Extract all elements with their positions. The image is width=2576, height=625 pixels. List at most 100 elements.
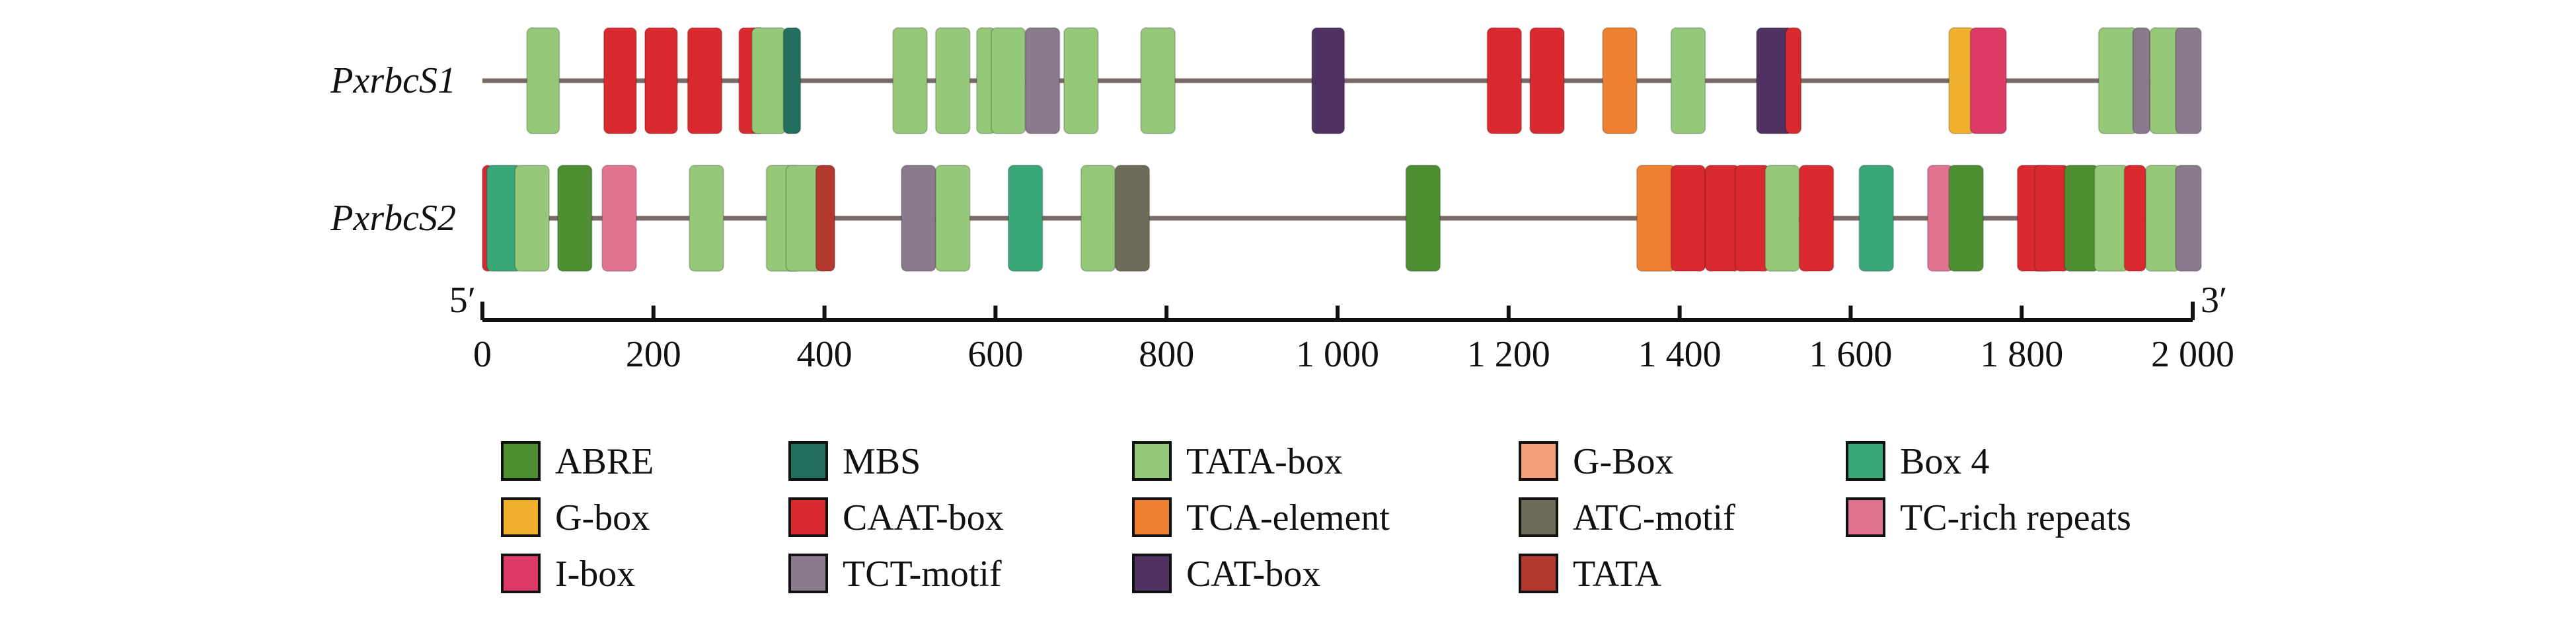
element-box-i-box [1969,27,2007,134]
legend-label: ATC-motif [1573,497,1735,538]
legend-item-tct-motif: TCT-motif [788,554,1002,595]
legend-label: ABRE [555,441,654,482]
element-box-tata-box [1764,165,1800,272]
element-box-box-4 [1007,165,1043,272]
axis-tick-label: 400 [797,334,852,375]
legend-item-g-box: G-Box [1519,441,1673,482]
sequence-label: PxrbcS2 [330,198,456,239]
element-box-tata-box [689,165,724,272]
element-box-abre [1405,165,1441,272]
legend-label: CAAT-box [843,497,1004,538]
legend-swatch [1519,441,1558,481]
element-box-tata-box [2094,165,2129,272]
element-box-box-4 [1858,165,1895,272]
element-box-caat-box [603,27,637,134]
axis-tick-label: 600 [967,334,1023,375]
element-box-tata-box [934,165,971,272]
legend-swatch [501,554,541,593]
element-box-caat-box [2123,165,2146,272]
legend-label: G-box [555,497,650,538]
legend-item-tata: TATA [1519,554,1662,595]
legend-item-g-box: G-box [501,497,650,538]
legend-label: MBS [843,441,921,482]
legend-item-box-4: Box 4 [1846,441,1989,482]
legend-label: I-box [555,554,635,595]
element-box-tata-box [934,27,971,134]
element-box-cat-box [1311,27,1345,134]
legend-label: TCA-element [1186,497,1390,538]
three-prime-label: 3′ [2201,280,2227,321]
element-box-tct-motif [2175,27,2202,134]
element-box-tc-rich-repeats [601,165,637,272]
element-box-caat-box [1486,27,1523,134]
element-box-tata-box [892,27,928,134]
axis-tick-label: 1 800 [1980,334,2063,375]
element-box-tata [815,165,836,272]
element-box-tca-element [1602,27,1638,134]
element-box-tata-box [514,165,550,272]
element-box-tct-motif [2132,27,2151,134]
legend-swatch [1519,497,1558,537]
element-box-tata-box [751,27,787,134]
element-box-caat-box [644,27,679,134]
element-box-tata-box [2098,27,2138,134]
legend-item-i-box: I-box [501,554,635,595]
element-box-tata-box [1140,27,1176,134]
sequence-track-pxrbcs2: PxrbcS2 [330,165,2202,272]
element-box-tata-box [2144,165,2181,272]
axis-tick-label: 1 600 [1809,334,1892,375]
legend-item-caat-box: CAAT-box [788,497,1004,538]
legend-label: TC-rich repeats [1900,497,2131,538]
legend-label: Box 4 [1900,441,1989,482]
sequence-track-pxrbcs1: PxrbcS1 [330,27,2202,134]
legend-swatch [1846,441,1885,481]
element-box-mbs [782,27,802,134]
legend-swatch [501,441,541,481]
element-box-caat-box [687,27,723,134]
element-box-tata-box [990,27,1026,134]
axis-tick-label: 0 [473,334,492,375]
legend-swatch [1132,497,1172,537]
element-box-tca-element [1636,165,1677,272]
five-prime-label: 5′ [449,280,476,321]
legend-swatch [1132,554,1172,593]
legend-swatch [501,497,541,537]
legend-swatch [788,554,828,593]
legend-item-cat-box: CAT-box [1132,554,1320,595]
axis-tick-label: 1 200 [1467,334,1550,375]
element-box-atc-motif [1114,165,1151,272]
element-box-abre [1948,165,1984,272]
axis-tick-label: 1 400 [1638,334,1722,375]
legend-swatch [1846,497,1885,537]
element-box-tct-motif [901,165,936,272]
legend-item-abre: ABRE [501,441,654,482]
element-box-caat-box [2033,165,2070,272]
axis-tick-label: 800 [1139,334,1194,375]
element-box-tata-box [1080,165,1116,272]
element-box-tct-motif [2175,165,2202,272]
legend-label: TATA-box [1186,441,1343,482]
element-box-abre [556,165,593,272]
axis-tick-label: 1 000 [1296,334,1379,375]
element-box-tata-box [1670,27,1706,134]
legend-item-mbs: MBS [788,441,921,482]
legend-swatch [1132,441,1172,481]
legend-label: G-Box [1573,441,1673,482]
axis-tick-label: 200 [626,334,681,375]
legend-item-tata-box: TATA-box [1132,441,1343,482]
element-box-caat-box [1670,165,1706,272]
legend-label: CAT-box [1186,554,1320,595]
element-box-caat-box [1734,165,1770,272]
element-box-tct-motif [1024,27,1061,134]
legend-swatch [788,497,828,537]
legend-swatch [788,441,828,481]
element-box-caat-box [1704,165,1741,272]
element-box-caat-box [1529,27,1565,134]
element-box-abre [2063,165,2100,272]
legend-item-atc-motif: ATC-motif [1519,497,1735,538]
legend-item-tca-element: TCA-element [1132,497,1390,538]
